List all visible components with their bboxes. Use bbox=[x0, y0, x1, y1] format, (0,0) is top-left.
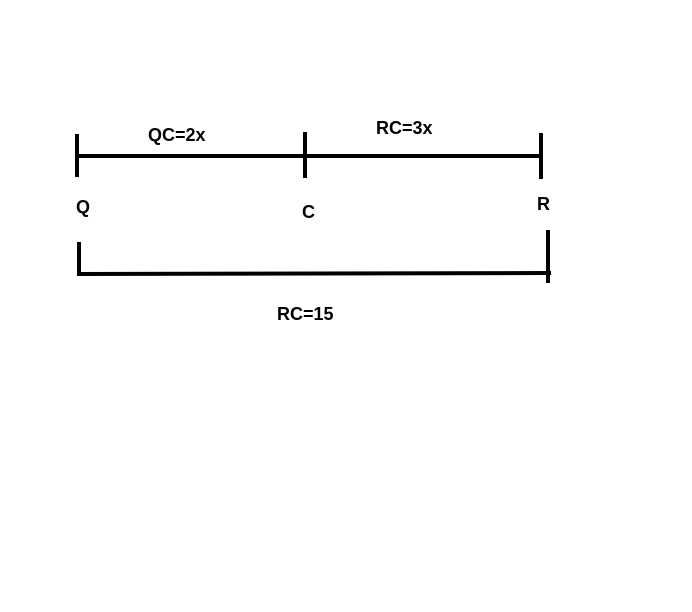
point-q-label: Q bbox=[76, 197, 90, 217]
qc-label: QC=2x bbox=[148, 125, 206, 145]
point-c-label: C bbox=[302, 202, 315, 222]
total-length-label: RC=15 bbox=[277, 304, 334, 324]
rc-label: RC=3x bbox=[376, 118, 433, 138]
bottom-segment-line bbox=[77, 271, 552, 276]
point-r-label: R bbox=[537, 194, 550, 214]
